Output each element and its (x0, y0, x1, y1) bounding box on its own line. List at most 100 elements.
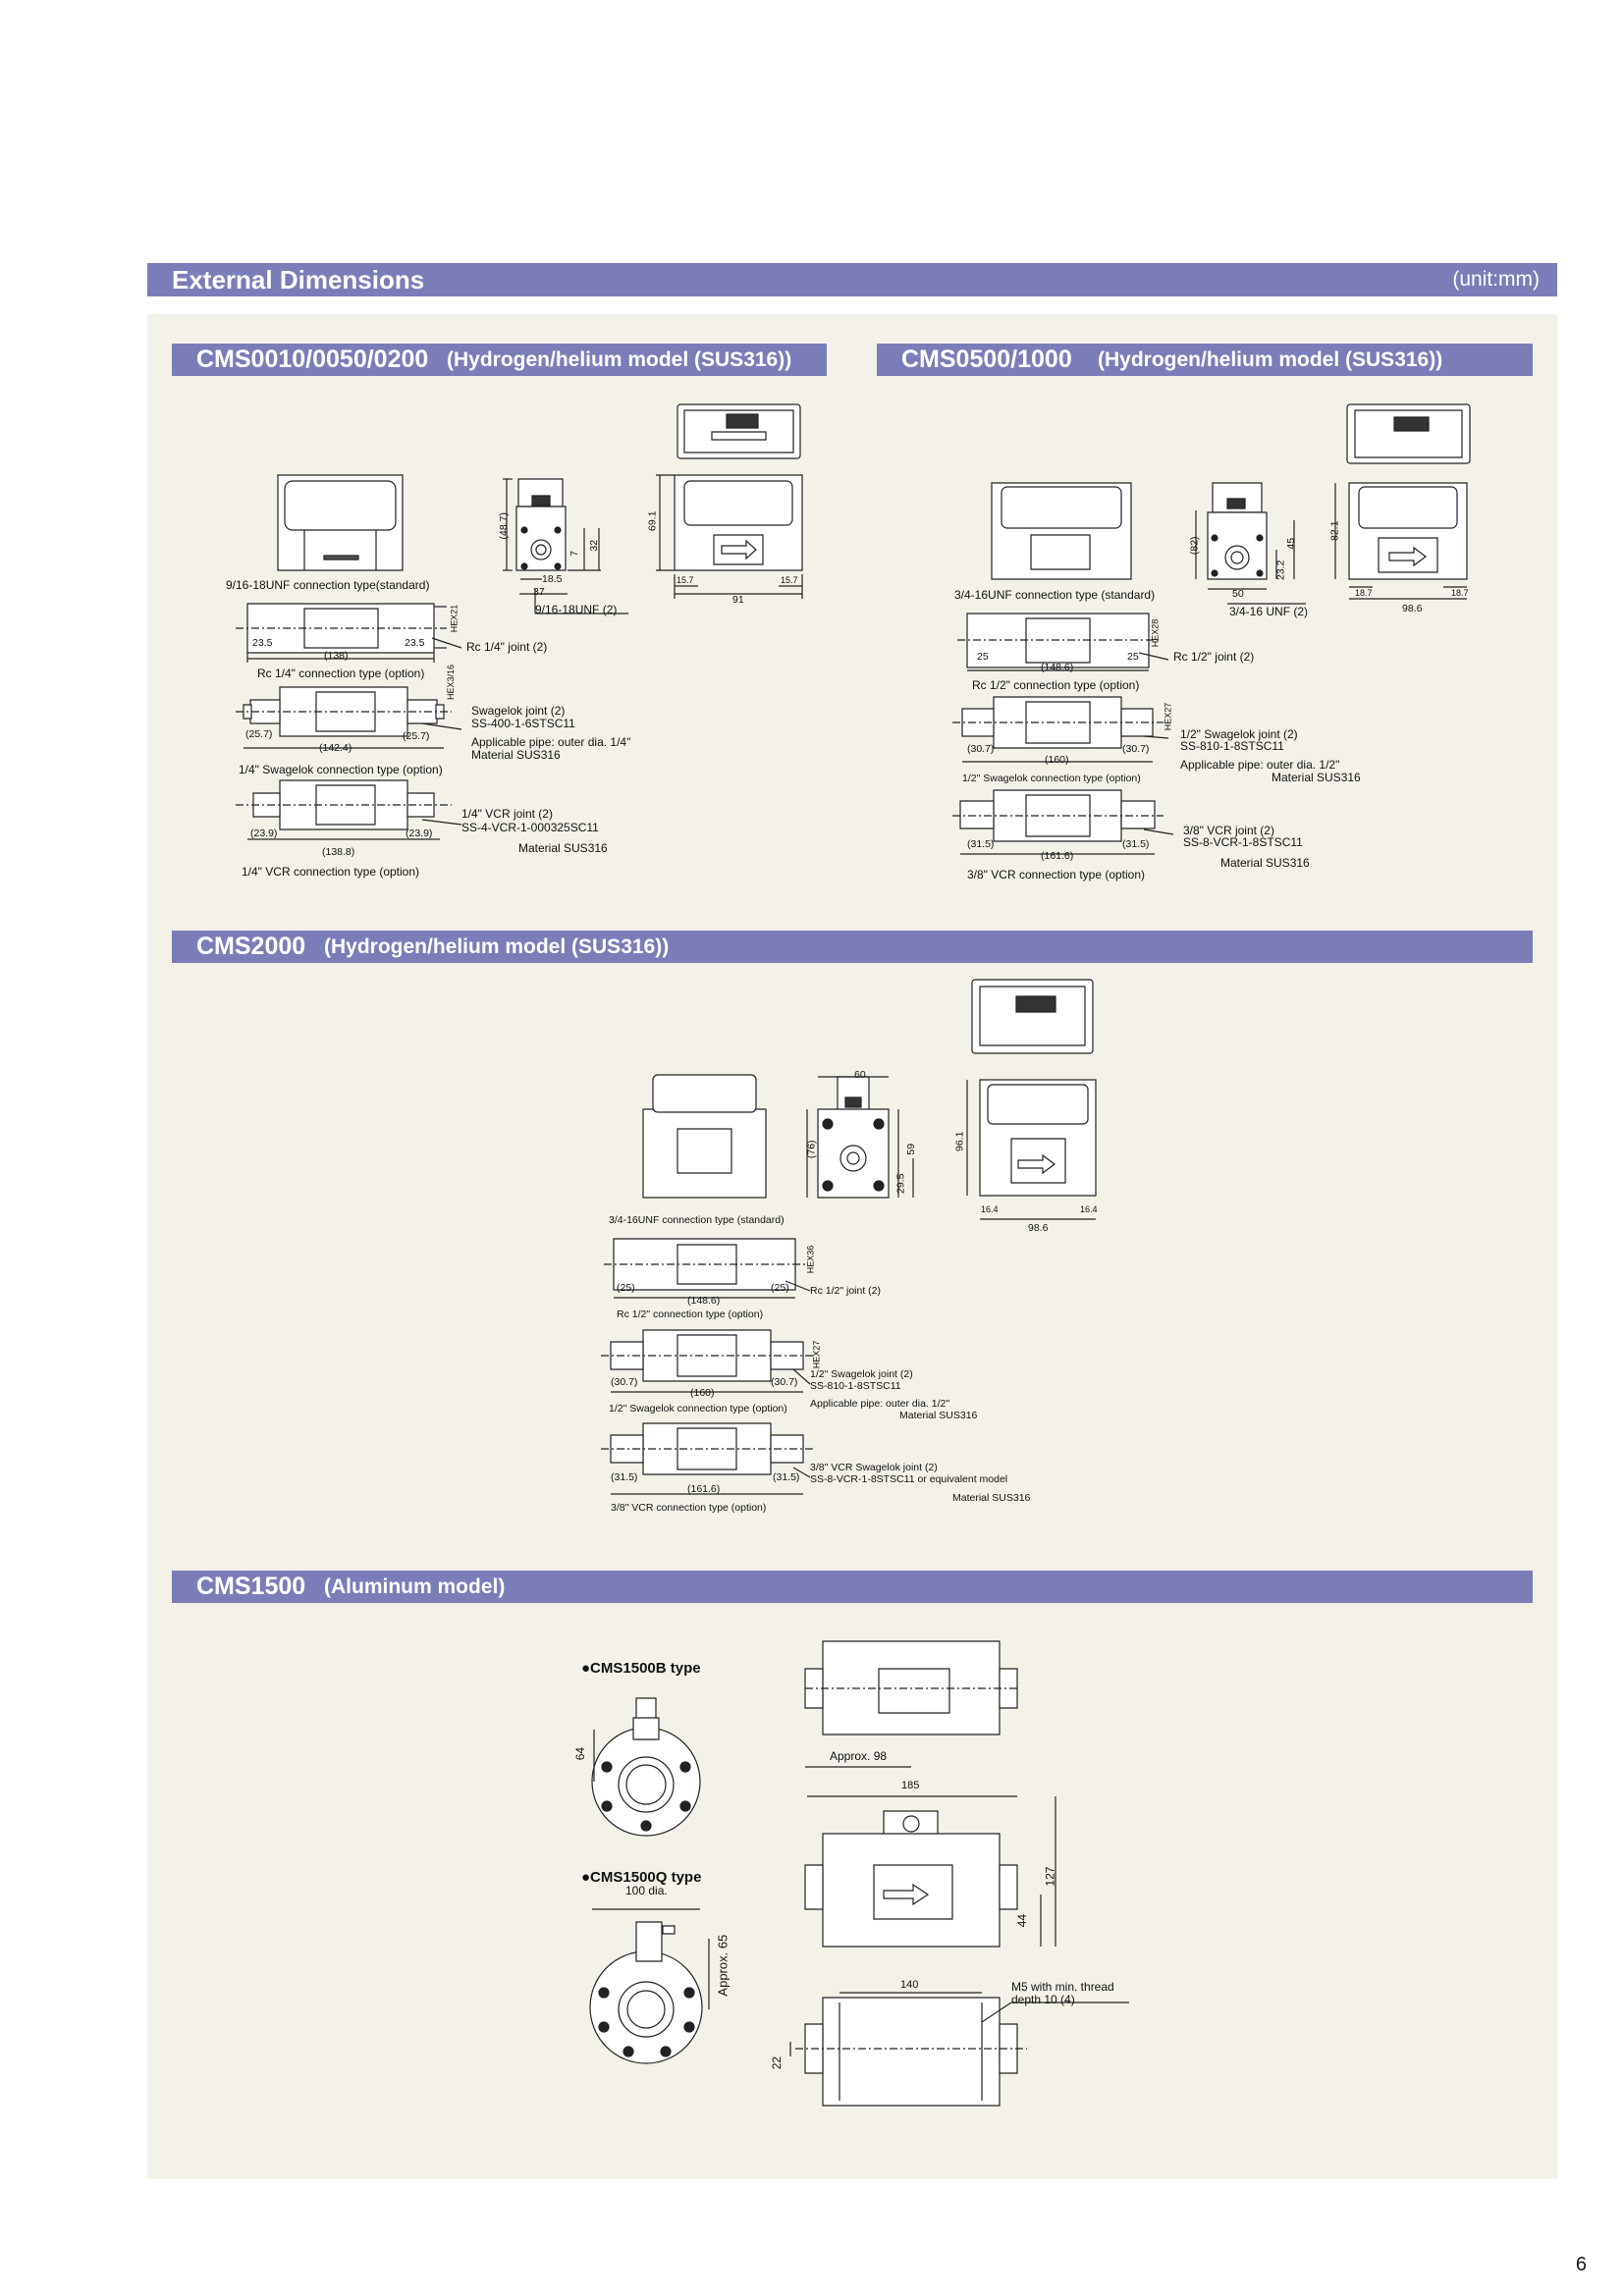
s2-sw-joint2: SS-810-1-8STSC11 (1180, 739, 1284, 753)
s2-sw-mat: Material SUS316 (1272, 771, 1361, 784)
s3-hex36: HEX36 (805, 1245, 816, 1274)
s3-dim-30-7a: (30.7) (611, 1376, 638, 1388)
s2-dim-30-7b: (30.7) (1122, 743, 1150, 755)
s3-dim-31-5b: (31.5) (773, 1471, 800, 1483)
s3-sw-pipe: Applicable pipe: outer dia. 1/2" (810, 1398, 950, 1410)
s3-vcr-mat: Material SUS316 (952, 1492, 1031, 1504)
s1-dim-48-7: (48.7) (497, 512, 510, 540)
s4-dim-approx98: Approx. 98 (830, 1749, 888, 1763)
s2-dim-45: 45 (1285, 537, 1298, 550)
s1-dim-23-5b: 23.5 (405, 637, 425, 649)
s2-dim-25a: 25 (977, 651, 989, 663)
s2-rc-option (957, 614, 1168, 670)
page-title: External Dimensions (172, 265, 425, 294)
s1-sw-joint2: SS-400-1-6STSC11 (471, 717, 575, 730)
s4-dim-22: 22 (770, 2056, 785, 2070)
s2-dim-50: 50 (1232, 588, 1244, 600)
s2-dim-82: (82) (1188, 536, 1201, 556)
s1-dim-23-9a: (23.9) (250, 828, 278, 839)
s3-dim-76: (76) (805, 1140, 818, 1159)
s2-side-view (1196, 483, 1306, 604)
s1-dim-25-7b: (25.7) (403, 730, 430, 742)
s1-dim-23-9b: (23.9) (406, 828, 433, 839)
s3-dim-148-6: (148.6) (687, 1295, 721, 1307)
s4-type-b-label: ●CMS1500B type (581, 1660, 701, 1677)
s2-vcr-option (952, 790, 1173, 854)
s2-unf-joint-label: 3/4-16 UNF (2) (1229, 605, 1309, 618)
s1-rc-type-label: Rc 1/4" connection type (option) (257, 667, 425, 680)
s2-hex28: HEX28 (1150, 618, 1161, 648)
s4-q-type-view (590, 1909, 709, 2063)
s3-dim-98-6: 98.6 (1028, 1222, 1049, 1234)
s2-vcr-mat: Material SUS316 (1220, 856, 1310, 870)
s1-swagelok-option (236, 687, 461, 748)
s2-sw-joint1: 1/2" Swagelok joint (2) (1180, 727, 1298, 741)
s1-vcr-option (236, 780, 461, 839)
s3-dim-160: (160) (690, 1387, 715, 1399)
s3-dim-25a: (25) (617, 1282, 635, 1294)
section-header-cms1500: CMS1500 (Aluminum model) (172, 1571, 1533, 1603)
s4-type-q-label: ●CMS1500Q type (581, 1869, 702, 1886)
s2-vcr-type: 3/8" VCR connection type (option) (967, 868, 1146, 881)
s3-dim-60: 60 (854, 1069, 866, 1081)
s2-dim-31-5b: (31.5) (1122, 838, 1150, 850)
s3-dim-96-1: 96.1 (953, 1131, 966, 1151)
s3-side-view (807, 1077, 913, 1198)
s1-dim-15-7b: 15.7 (781, 575, 798, 585)
s4-dim-127: 127 (1043, 1866, 1057, 1887)
s4-front-view (805, 1796, 1056, 1947)
s2-dim-30-7a: (30.7) (967, 743, 995, 755)
s1-dim-69-1: 69.1 (646, 510, 659, 531)
s4-dim-100-dia: 100 dia. (625, 1884, 668, 1897)
s4-top-view (805, 1641, 1017, 1767)
s1-sw-mat: Material SUS316 (471, 748, 561, 762)
s2-dim-25b: 25 (1127, 651, 1139, 663)
s2-dim-98-6: 98.6 (1402, 603, 1423, 614)
s2-dim-160: (160) (1045, 754, 1069, 766)
s1-dim-91: 91 (732, 594, 744, 606)
s1-sw-type: 1/4" Swagelok connection type (option) (239, 763, 443, 776)
s4-dim-140: 140 (900, 1979, 919, 1991)
s1-dim-37: 37 (533, 586, 545, 598)
s2-dim-148-6: (148.6) (1041, 662, 1074, 673)
s3-dim-25b: (25) (771, 1282, 789, 1294)
s1-dim-18-5: 18.5 (542, 573, 563, 585)
s3-dim-16-4a: 16.4 (981, 1204, 999, 1214)
s1-right-view (656, 475, 802, 599)
s3-sw-joint1: 1/2" Swagelok joint (2) (810, 1368, 913, 1380)
s1-dim-138-8: (138.8) (322, 846, 355, 858)
s3-rc-type-label: Rc 1/2" connection type (option) (617, 1308, 764, 1320)
s4-b-type-view (592, 1698, 700, 1836)
s1-rc-joint-label: Rc 1/4" joint (2) (466, 640, 548, 654)
s1-side-view (503, 479, 628, 614)
s4-dim-44: 44 (1015, 1913, 1030, 1928)
s2-right-view (1335, 483, 1467, 599)
s1-hex21: HEX21 (449, 604, 460, 633)
s3-sw-mat: Material SUS316 (899, 1410, 978, 1421)
unit-label: (unit:mm) (1452, 268, 1540, 291)
s2-dim-23-2: 23.2 (1274, 560, 1287, 580)
s2-front-view (992, 483, 1131, 579)
s1-hex3-16: HEX3/16 (446, 664, 457, 700)
s2-unf-std-label: 3/4-16UNF connection type (standard) (954, 588, 1156, 602)
s1-dim-23-5a: 23.5 (252, 637, 273, 649)
section-header-cms0010: CMS0010/0050/0200 (Hydrogen/helium model… (172, 344, 827, 376)
s3-vcr-joint2: SS-8-VCR-1-8STSC11 or equivalent model (810, 1473, 1008, 1485)
s2-display-unit (1347, 404, 1470, 463)
s3-dim-29-5: 29.5 (894, 1173, 907, 1194)
s1-display-unit (677, 404, 800, 458)
s4-dim-64: 64 (573, 1746, 588, 1761)
s1-dim-15-7a: 15.7 (677, 575, 694, 585)
s3-front-view (643, 1075, 766, 1198)
s2-swagelok-option (952, 697, 1168, 762)
s3-dim-31-5a: (31.5) (611, 1471, 638, 1483)
section-header-cms0500: CMS0500/1000 (Hydrogen/helium model (SUS… (877, 344, 1533, 376)
s3-dim-161-6: (161.6) (687, 1483, 721, 1495)
s3-right-view (967, 1080, 1096, 1219)
s3-dim-59: 59 (905, 1143, 918, 1155)
page-number: 6 (1575, 2254, 1587, 2275)
s3-vcr-option (601, 1423, 815, 1494)
s1-unf-std-label: 9/16-18UNF connection type(standard) (226, 578, 430, 592)
section-header-cms2000: CMS2000 (Hydrogen/helium model (SUS316)) (172, 931, 1533, 963)
